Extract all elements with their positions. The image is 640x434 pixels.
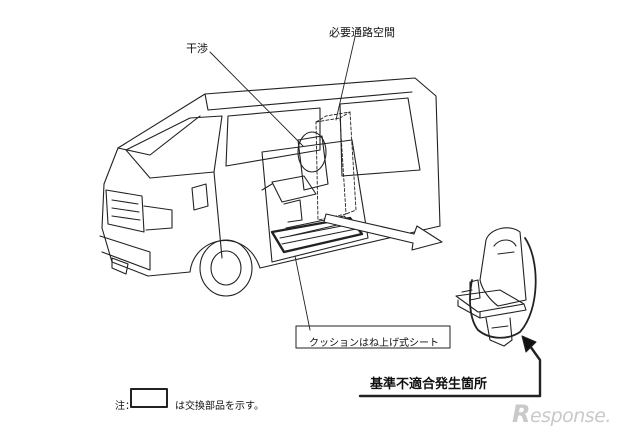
- non-compliance-site-label: 基準不適合発生箇所: [370, 377, 488, 392]
- site-arrow: [528, 344, 542, 398]
- required-passage-space-label: 必要通路空間: [329, 26, 395, 39]
- note-prefix: 注：: [115, 401, 135, 412]
- watermark-initial: R: [512, 400, 530, 428]
- van-body: [99, 77, 441, 297]
- response-watermark: Response.: [512, 400, 611, 428]
- legend-box: [130, 388, 168, 408]
- interior-seat: [261, 135, 329, 223]
- leader-passage: [335, 36, 356, 121]
- leader-interference: [209, 51, 304, 147]
- interference-label: 干渉: [186, 42, 208, 55]
- site-arrow-head: [521, 335, 537, 353]
- detail-seat: [455, 227, 527, 347]
- note-suffix: は交換部品を示す。: [175, 401, 264, 412]
- interference-circle-detail: [469, 237, 537, 339]
- pointer-arrow: [323, 213, 443, 251]
- seat-label-box: [295, 325, 451, 349]
- required-passage-space-box: [315, 111, 357, 221]
- leader-seat: [294, 255, 311, 331]
- watermark-rest: esponse.: [529, 405, 611, 427]
- cushion-flip-up-seat-label: クッションはね上げ式シート: [309, 338, 439, 349]
- interference-circle-inside: [297, 131, 327, 173]
